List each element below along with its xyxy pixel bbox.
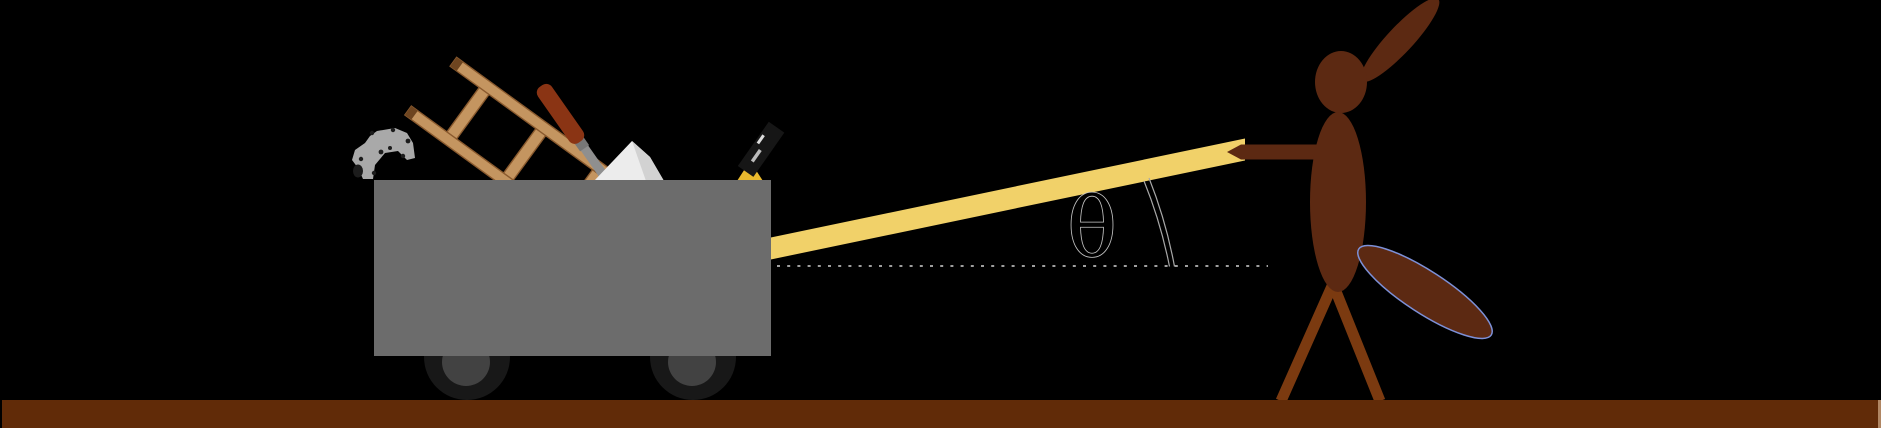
person: [1227, 0, 1493, 404]
flashlight: [737, 121, 785, 181]
trowel: [594, 141, 664, 181]
ladder-rail-cap: [404, 106, 418, 120]
person-front-arm: [1227, 144, 1335, 160]
ground: [2, 400, 1881, 428]
person-body: [1310, 112, 1366, 292]
hammer: [352, 127, 415, 179]
rope: [766, 138, 1245, 261]
hammer-head: [352, 128, 415, 179]
person-head: [1315, 51, 1367, 113]
angle-arc: [1143, 177, 1176, 267]
ground-right-edge: [1878, 400, 1881, 428]
theta-label: θ: [1067, 181, 1116, 276]
cart-body: [374, 180, 771, 356]
person-front-legs: [1275, 281, 1386, 404]
trowel-blade-shade: [632, 141, 664, 181]
hammer-speckles: [353, 127, 411, 178]
person-raised-arm: [1360, 0, 1440, 82]
screwdriver: [536, 83, 611, 182]
ladder-rail-cap: [450, 57, 464, 71]
flashlight-highlight: [750, 149, 762, 163]
person-rear-leg: [1357, 244, 1493, 340]
flashlight-highlight: [756, 134, 765, 145]
flashlight-head: [737, 121, 785, 177]
screwdriver-handle: [536, 83, 585, 144]
